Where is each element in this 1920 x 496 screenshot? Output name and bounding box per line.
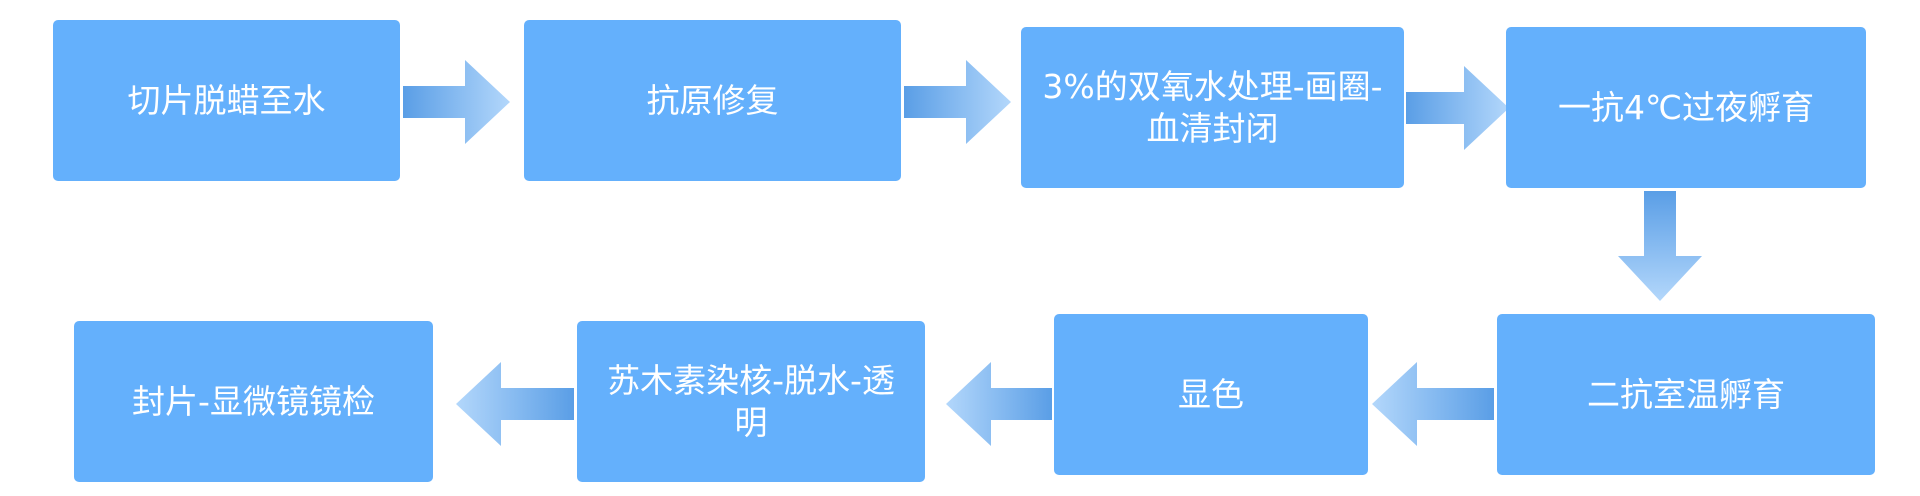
step-box-1: 切片脱蜡至水 bbox=[53, 20, 400, 181]
step-box-5: 二抗室温孵育 bbox=[1497, 314, 1875, 475]
step-label-3: 3%的双氧水处理-画圈-血清封闭 bbox=[1042, 66, 1383, 148]
step-box-2: 抗原修复 bbox=[524, 20, 901, 181]
step-box-7: 苏木素染核-脱水-透明 bbox=[577, 321, 925, 482]
arrow-right-1 bbox=[403, 60, 510, 144]
arrow-right-2 bbox=[904, 60, 1011, 144]
step-label-7: 苏木素染核-脱水-透明 bbox=[607, 360, 895, 442]
step-box-8: 封片-显微镜镜检 bbox=[74, 321, 433, 482]
step-box-6: 显色 bbox=[1054, 314, 1368, 475]
arrow-left-2 bbox=[946, 362, 1052, 446]
step-box-3: 3%的双氧水处理-画圈-血清封闭 bbox=[1021, 27, 1404, 188]
step-label-6: 显色 bbox=[1178, 374, 1244, 414]
step-box-4: 一抗4℃过夜孵育 bbox=[1506, 27, 1866, 188]
arrow-left-1 bbox=[1372, 362, 1494, 446]
step-label-8: 封片-显微镜镜检 bbox=[132, 381, 375, 421]
step-label-1: 切片脱蜡至水 bbox=[127, 80, 326, 120]
step-label-5: 二抗室温孵育 bbox=[1587, 374, 1785, 414]
arrow-down bbox=[1618, 191, 1702, 301]
step-label-2: 抗原修复 bbox=[646, 80, 779, 120]
step-label-4: 一抗4℃过夜孵育 bbox=[1557, 87, 1815, 127]
arrow-right-3 bbox=[1406, 66, 1509, 150]
arrow-left-3 bbox=[456, 362, 574, 446]
